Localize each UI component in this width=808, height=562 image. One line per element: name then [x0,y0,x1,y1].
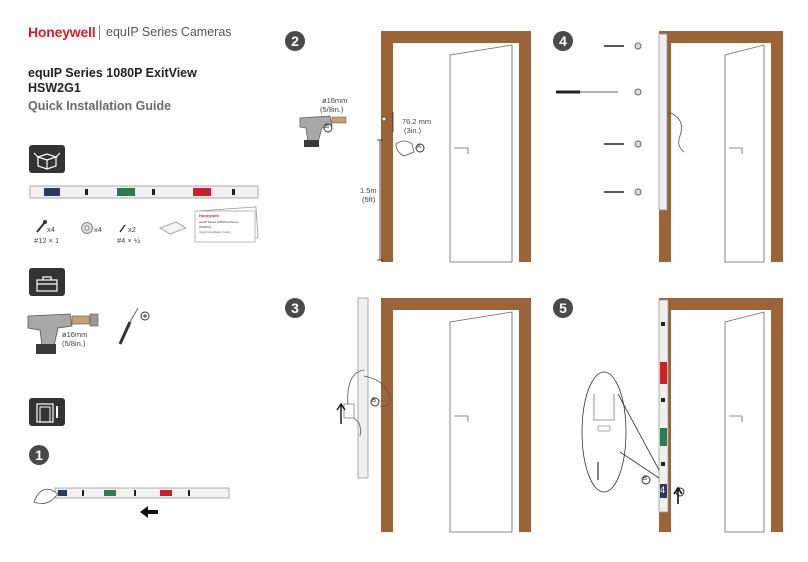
marker-b-circle [323,123,333,133]
door-frame-step2 [381,31,531,263]
up-down-arrow-icon [336,402,346,424]
door-frame-step4 [659,31,783,263]
camera-strip-kit [29,185,259,199]
screwdriver-icon [118,307,150,345]
step3-marker-b [370,397,380,407]
header-divider [99,25,100,40]
booklet-brand: Honeywell [199,213,219,218]
step5-camera-strip [658,299,669,513]
step1-strip [33,487,230,504]
step2-drill [299,115,387,147]
screw-row-icons [556,42,642,196]
step2-height-in: (5ft) [362,195,376,204]
step5-zoom-callout [581,371,660,493]
anchor-icon [81,222,93,234]
step3-camera-strip [343,297,391,479]
step-number-1: 1 [29,445,49,465]
small-screw-qty: x2 [128,225,136,234]
step2-height: 1.5m [360,186,377,195]
door-frame-step5 [659,298,783,533]
box-contents-badge [29,145,65,173]
drill-bit-size: ø16mm [62,330,88,339]
booklet-line2: HSW2G1 [199,225,212,229]
brand-logo: Honeywell [28,24,96,40]
step4-camera-strip [658,33,685,211]
step3-marker-b-label: B [372,398,377,404]
step-number-2: 2 [285,31,305,51]
template-card-icon [159,221,187,235]
open-box-icon [33,152,61,170]
up-arrow-icon [673,486,683,504]
step5-strip-number: 4 [660,485,666,495]
step5-marker-b [641,475,651,485]
small-screw-size: #4 × ½ [117,236,141,245]
hand-marking-icon [395,140,415,157]
booklet-line1: equIP Series 1080P ExitView [199,220,238,224]
step2-marker-b-label: B [325,124,330,130]
door-frame-step3 [381,298,531,533]
guide-booklet-icon [194,206,259,243]
small-screw-icon [119,224,126,233]
drill-bit-size-in: (5/8in.) [62,339,86,348]
door-icon [36,403,58,423]
step-number-3: 3 [285,298,305,318]
guide-title: Quick Installation Guide [28,99,172,113]
booklet-line3: Quick Installation Guide [199,230,231,234]
step2-bit-size-in: (5/8in.) [320,105,344,114]
door-badge [29,398,65,426]
marker-a-circle [415,143,425,153]
step2-marker-a-label: A [417,144,422,150]
toolbox-icon [36,276,58,292]
step5-marker-a-label: A [677,488,682,494]
screw-size: #12 × 1 [34,236,60,245]
step2-offset: 76.2 mm [402,117,432,126]
left-arrow-icon [140,506,158,518]
anchor-qty: x4 [94,225,102,234]
step-number-5: 5 [553,298,573,318]
step-number-4: 4 [553,31,573,51]
screw-qty: x4 [47,225,55,234]
model-number: HSW2G1 [28,81,81,95]
drill-icon [27,313,99,354]
step5-marker-b-label: B [643,476,648,482]
tools-badge [29,268,65,296]
step2-bit-size: ø16mm [322,96,348,105]
step2-offset-in: (3in.) [404,126,422,135]
product-title: equIP Series 1080P ExitView [28,66,197,80]
series-title: equIP Series Cameras [106,25,232,39]
screw-icon [36,220,47,233]
